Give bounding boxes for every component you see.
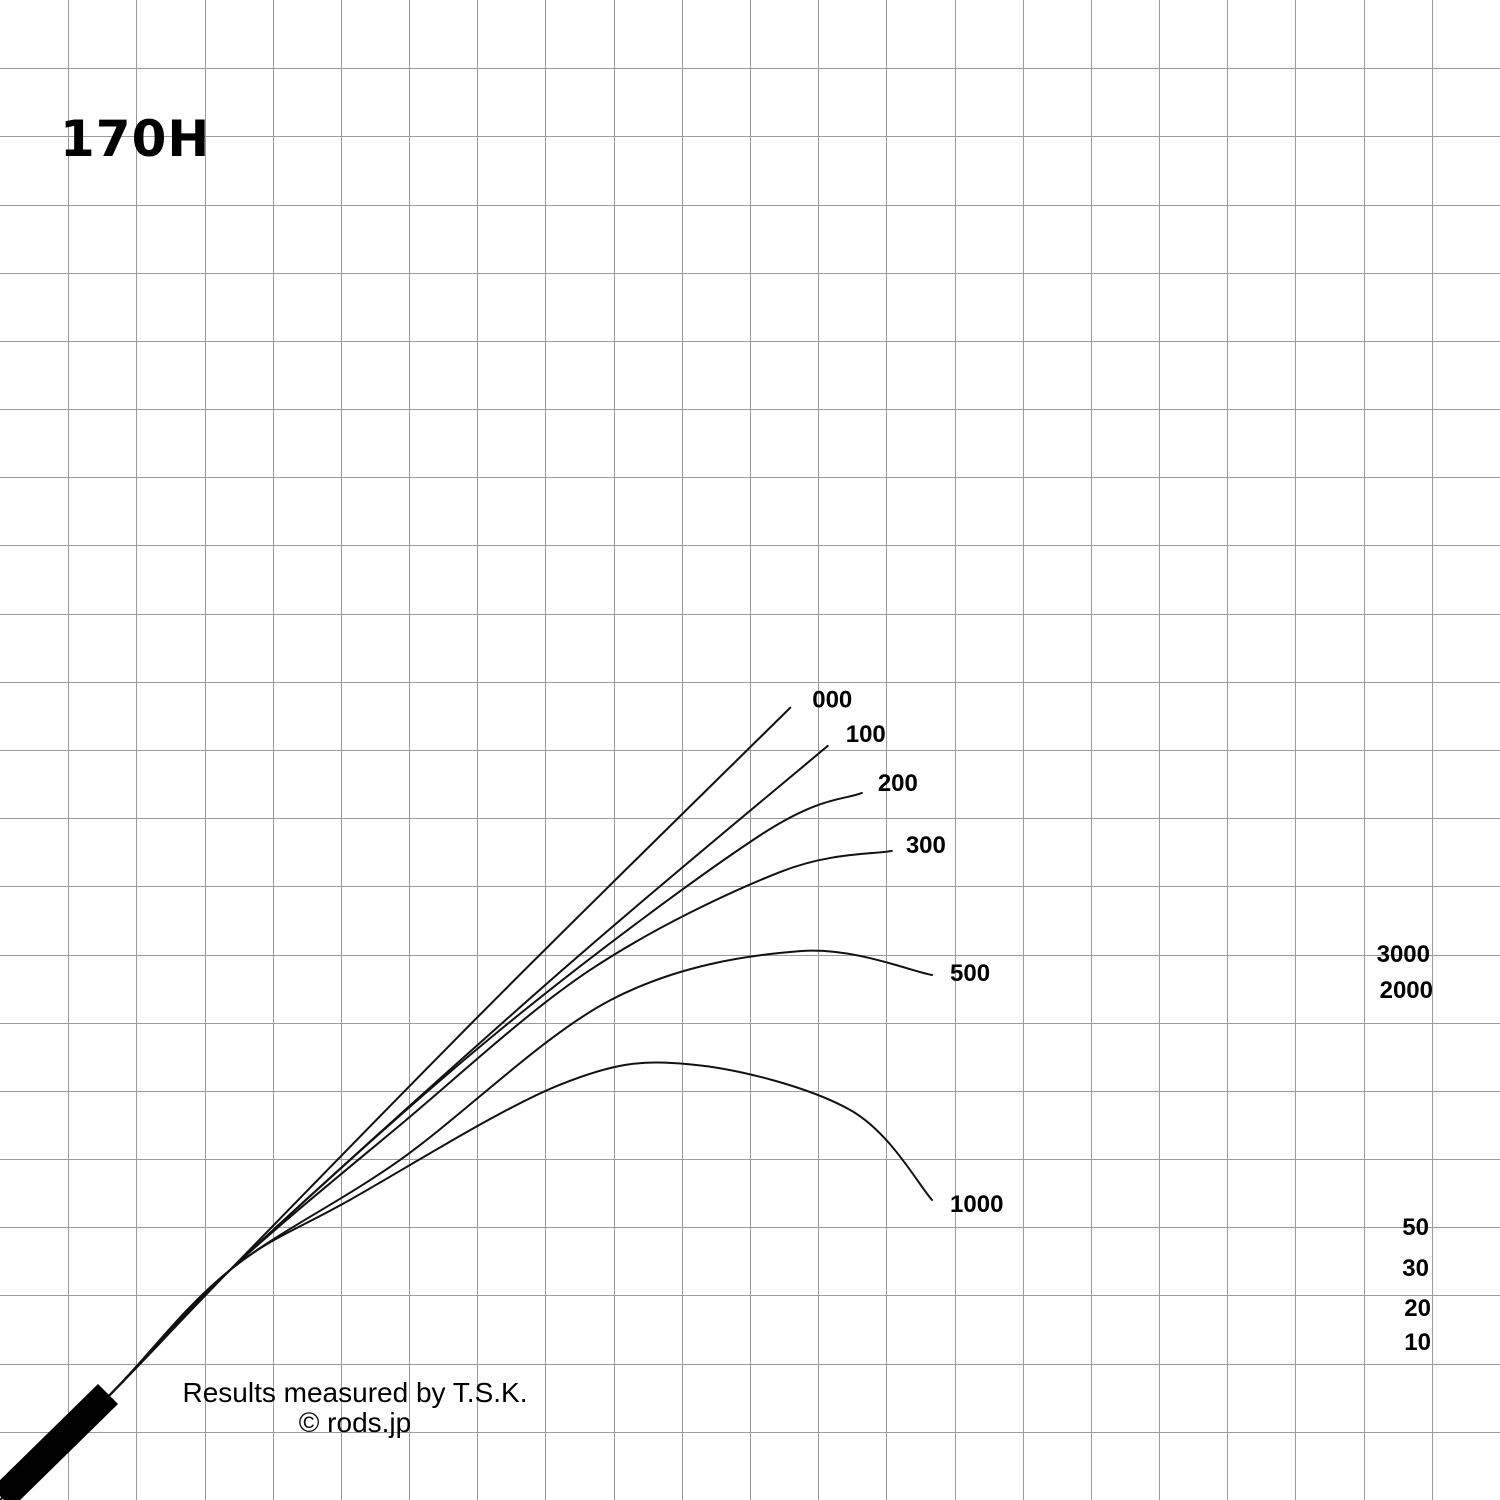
side-label-30: 30 xyxy=(1402,1255,1429,1282)
bend-curve-1000 xyxy=(0,1061,934,1500)
side-label-3000: 3000 xyxy=(1376,941,1430,968)
curve-label-000: 000 xyxy=(812,687,852,714)
curve-label-500: 500 xyxy=(950,960,990,987)
side-label-10: 10 xyxy=(1404,1329,1431,1356)
curve-label-300: 300 xyxy=(906,832,946,859)
rod-handle xyxy=(0,1384,118,1500)
curve-label-1000: 1000 xyxy=(950,1191,1003,1218)
curve-label-100: 100 xyxy=(846,721,886,748)
side-label-20: 20 xyxy=(1404,1295,1431,1322)
measured-by-text: Results measured by T.S.K. xyxy=(182,1377,528,1408)
credit: Results measured by T.S.K. © rods.jp xyxy=(150,1378,560,1438)
copyright-text: © rods.jp xyxy=(298,1407,412,1438)
curve-labels: 000 100 200 300 500 1000 xyxy=(812,687,1003,1218)
curve-label-200: 200 xyxy=(878,770,918,797)
chart-title: 170H xyxy=(60,110,211,168)
side-label-2000: 2000 xyxy=(1379,977,1433,1004)
side-label-50: 50 xyxy=(1402,1214,1429,1241)
